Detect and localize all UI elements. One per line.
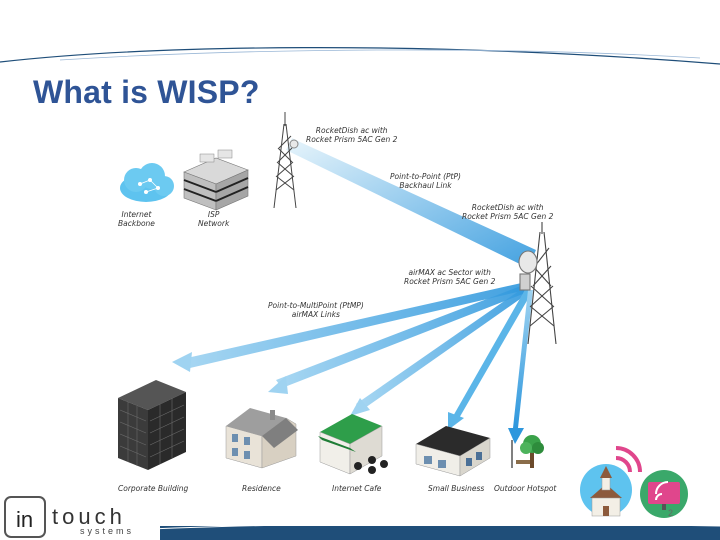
right-tower-icon xyxy=(518,222,557,345)
page-title: What is WISP? xyxy=(33,74,260,110)
outdoor-hotspot-icon xyxy=(511,435,544,468)
wifi-church-icon xyxy=(580,446,642,517)
beam-residence-head xyxy=(268,376,288,394)
page-number: 2 xyxy=(668,508,674,518)
label-outdoor-hotspot: Outdoor Hotspot xyxy=(494,484,557,493)
header-swoosh-light xyxy=(59,49,701,61)
label-internet-cafe: Internet Cafe xyxy=(332,484,382,493)
beam-outdoor-head xyxy=(508,428,524,444)
beam-corporate-head xyxy=(172,352,192,372)
beam-business xyxy=(452,288,532,420)
footer-swoosh xyxy=(129,522,720,531)
beam-cafe-head xyxy=(350,398,370,416)
label-small-business: Small Business xyxy=(428,484,485,493)
internet-cafe-icon xyxy=(318,414,388,475)
label-rocketdish-right: RocketDish ac with Rocket Prism 5AC Gen … xyxy=(462,203,554,221)
footer-bar xyxy=(160,526,720,540)
intouch-logo: in touch systems xyxy=(4,496,144,538)
label-ptmp-links: Point-to-MultiPoint (PtMP) airMAX Links xyxy=(268,301,364,319)
logo-touch-text: touch xyxy=(52,504,126,529)
label-isp-network: ISP Network xyxy=(198,210,230,228)
small-business-icon xyxy=(415,426,491,477)
logo-systems-text: systems xyxy=(80,526,135,536)
beam-cafe xyxy=(356,286,530,410)
beam-outdoor xyxy=(513,290,533,428)
internet-cloud-icon xyxy=(120,163,174,202)
ptmp-beams xyxy=(172,282,533,444)
ptp-beam xyxy=(286,138,536,268)
label-ptp-link: Point-to-Point (PtP) Backhaul Link xyxy=(390,172,461,190)
label-residence: Residence xyxy=(242,484,281,493)
residence-icon xyxy=(225,408,298,469)
wifi-screen-icon xyxy=(640,470,688,518)
beam-corporate xyxy=(178,282,526,368)
header-swoosh xyxy=(0,47,720,65)
isp-network-icon xyxy=(183,149,249,211)
logo-in-box: in xyxy=(4,496,46,538)
logo-in-text: in xyxy=(16,507,34,532)
label-airmax-sector: airMAX ac Sector with Rocket Prism 5AC G… xyxy=(404,268,496,286)
beam-business-head xyxy=(448,412,464,430)
top-tower-icon xyxy=(273,112,299,209)
label-internet-backbone: Internet Backbone xyxy=(118,210,155,228)
label-rocketdish-top: RocketDish ac with Rocket Prism 5AC Gen … xyxy=(306,126,398,144)
beam-residence xyxy=(276,284,528,388)
label-corporate-building: Corporate Building xyxy=(118,484,189,493)
corporate-building-icon xyxy=(118,380,186,470)
